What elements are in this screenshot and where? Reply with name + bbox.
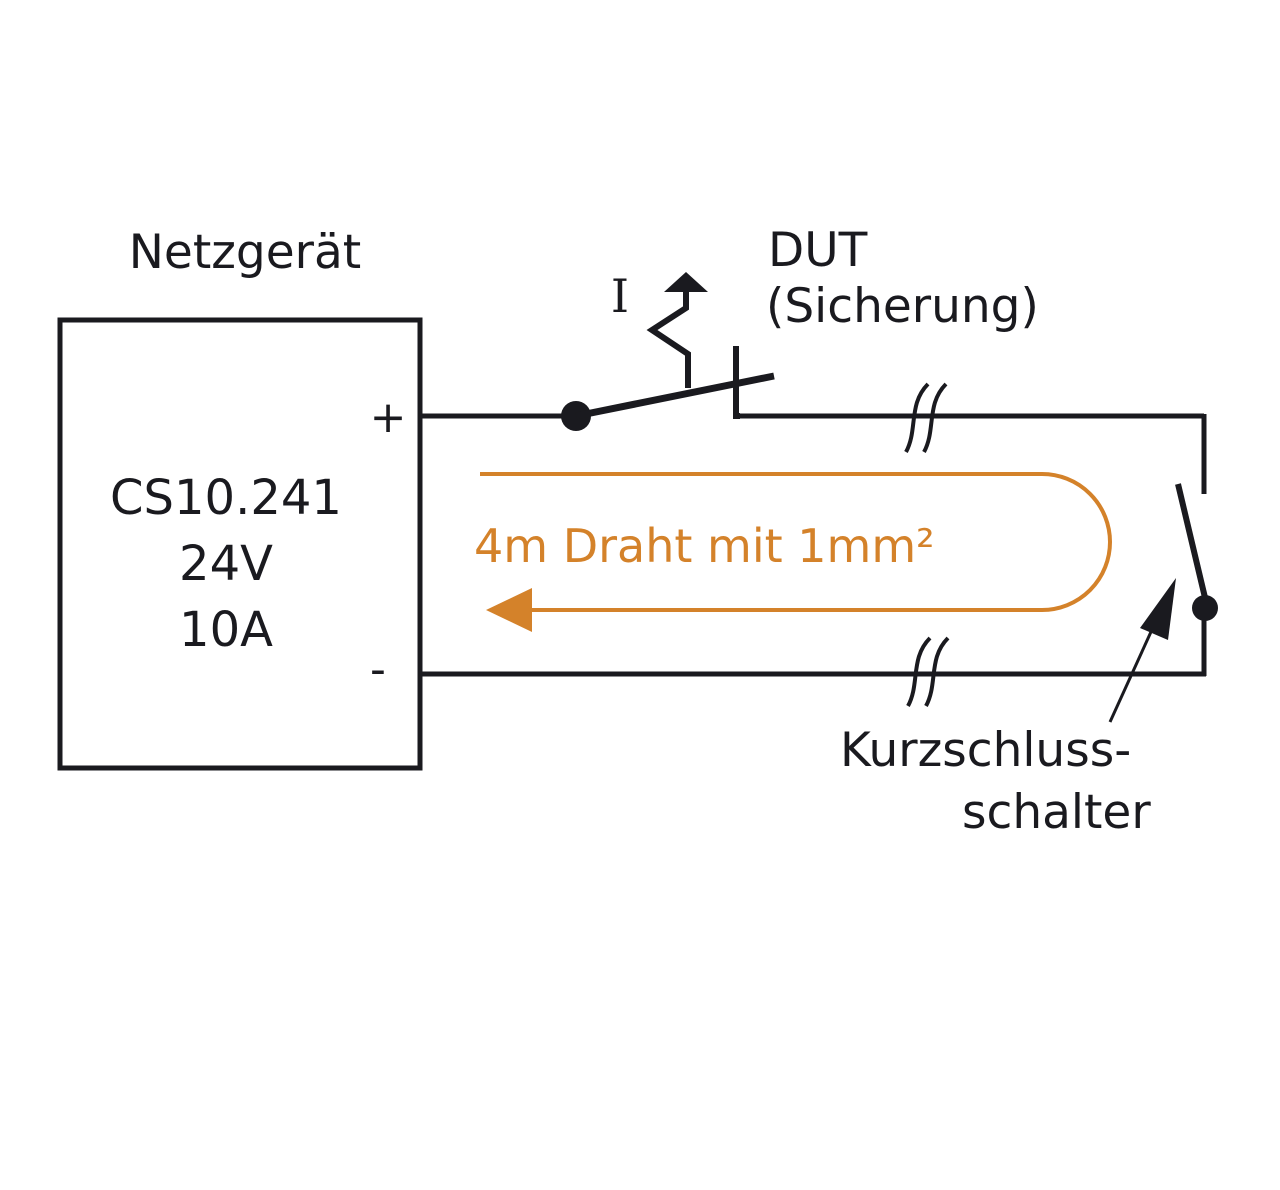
power-supply-model: CS10.241	[110, 470, 342, 526]
power-supply-voltage: 24V	[179, 536, 273, 592]
power-supply-title: Netzgerät	[129, 225, 361, 280]
short-switch-sublabel: schalter	[962, 785, 1151, 840]
short-switch-label: Kurzschluss-	[840, 723, 1131, 778]
dut-sublabel: (Sicherung)	[766, 279, 1039, 334]
top-wire-break-mark	[904, 382, 948, 453]
plus-terminal-label: +	[370, 392, 407, 443]
power-supply-box	[57, 317, 423, 771]
current-loop-arrow-head	[486, 588, 532, 632]
fuse-trip-arrow-head	[664, 272, 708, 292]
current-loop-path	[480, 472, 1112, 612]
minus-terminal-label: -	[370, 644, 386, 695]
current-symbol-label: I	[611, 269, 629, 323]
wire-label: 4m Draht mit 1mm²	[474, 519, 935, 573]
fuse-thermal-trip-symbol	[646, 282, 691, 388]
power-supply-current: 10A	[179, 602, 273, 658]
bottom-wire-break-mark	[906, 636, 950, 707]
fuse-blade	[575, 372, 775, 420]
short-switch-blade	[1175, 483, 1210, 607]
dut-label: DUT	[768, 223, 868, 278]
short-switch-pointer-head	[1140, 578, 1176, 640]
